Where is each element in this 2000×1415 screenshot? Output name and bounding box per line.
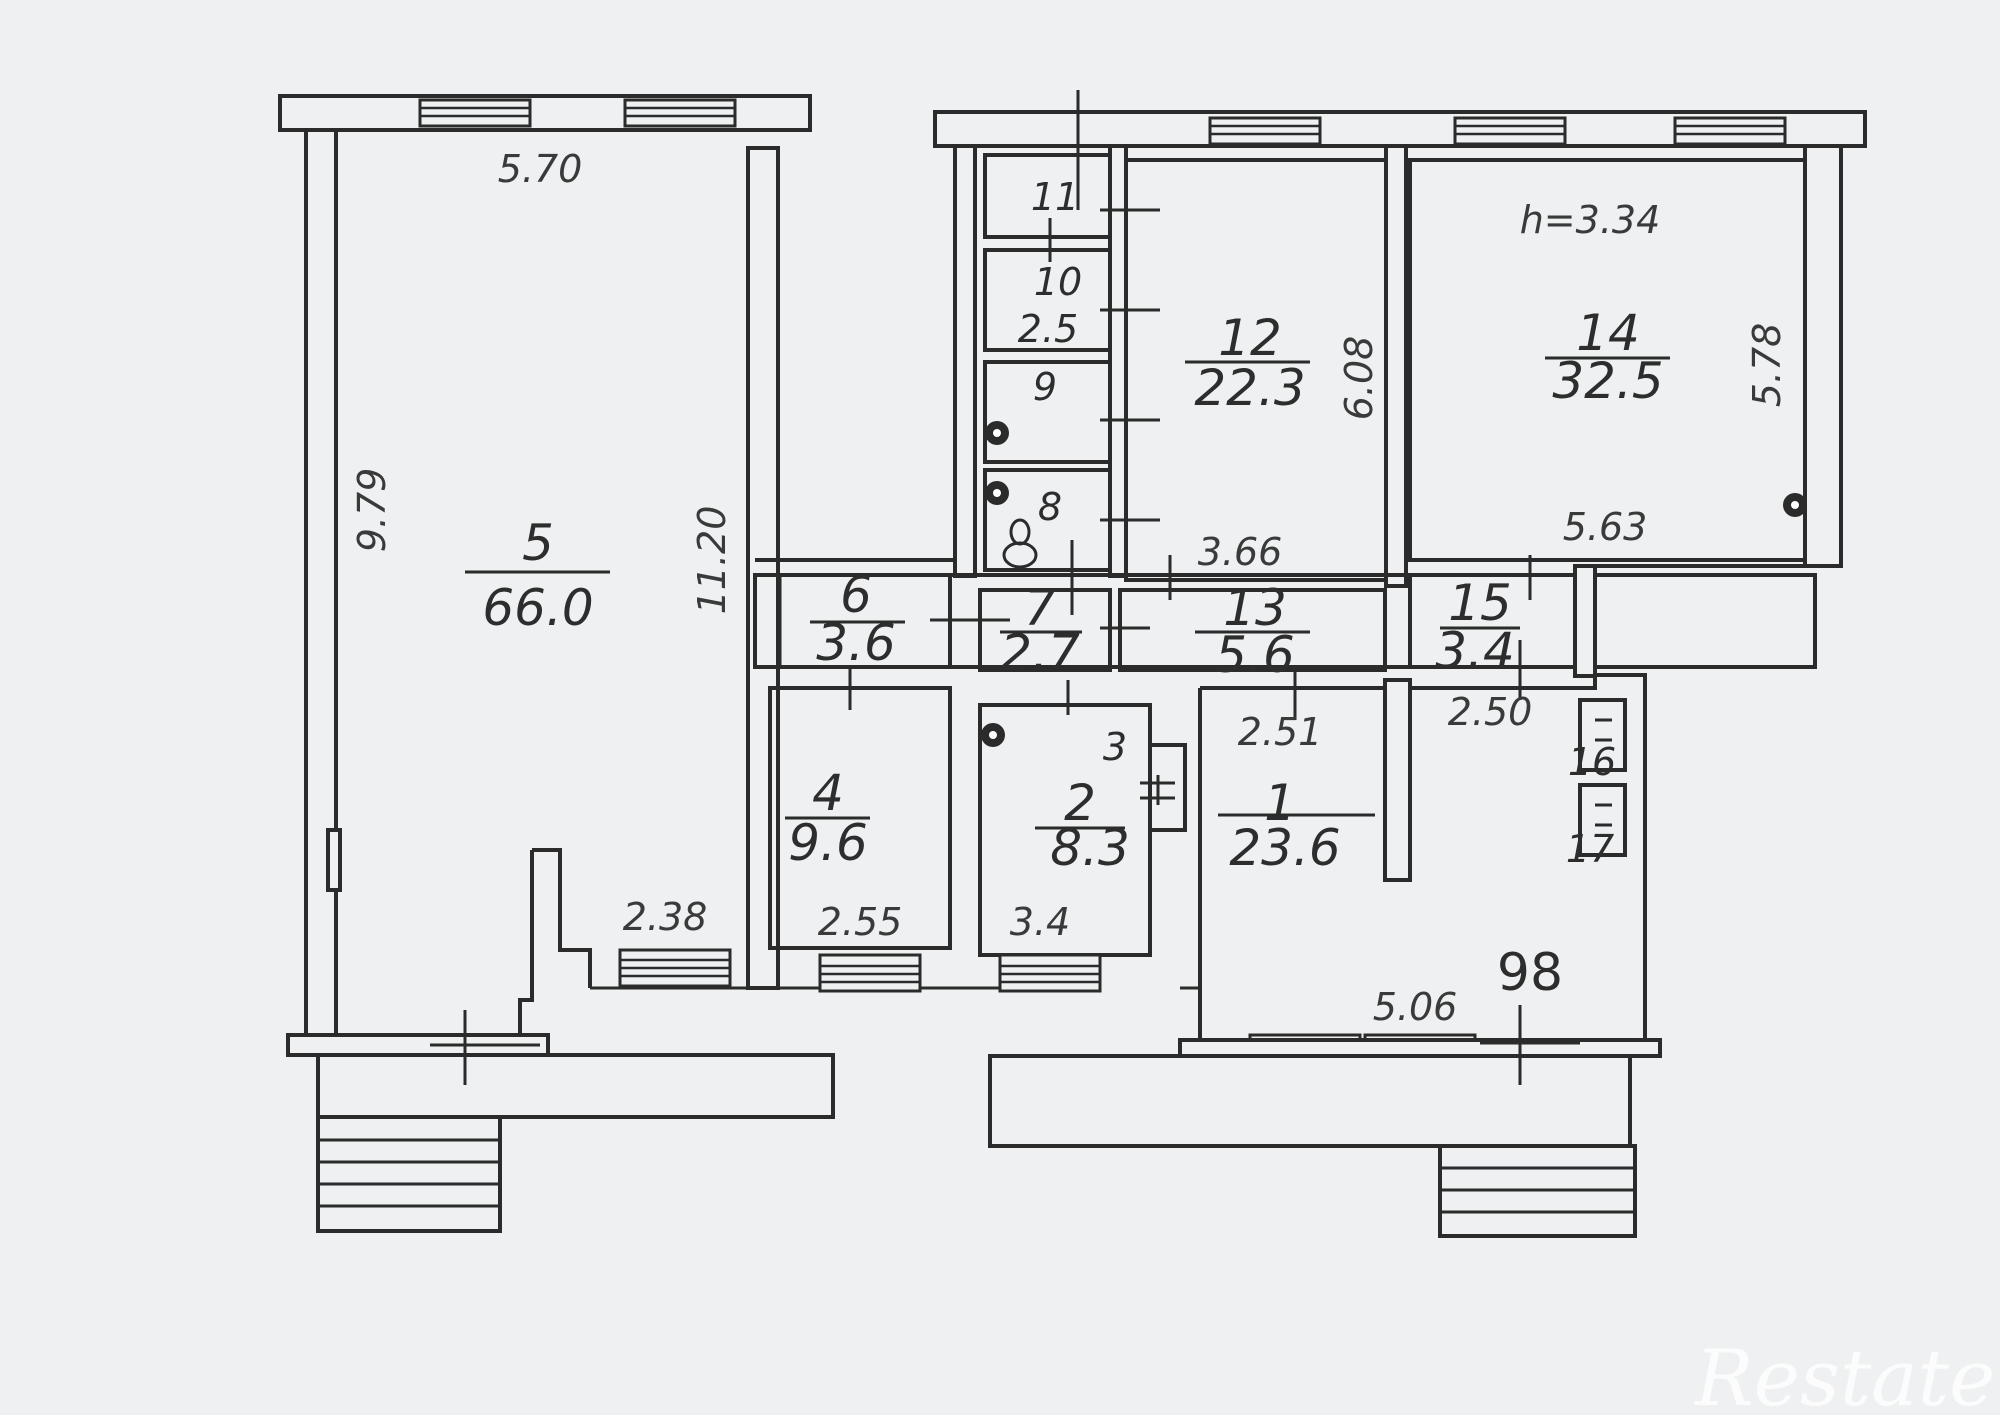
room-area: 5.6 <box>1215 626 1295 684</box>
dimension-label: 11.20 <box>690 506 734 615</box>
dimension-label: 3.4 <box>1010 900 1070 944</box>
room-number: 11 <box>1031 175 1079 219</box>
room-number: 2 <box>1064 774 1096 832</box>
room-area: 23.6 <box>1229 819 1340 877</box>
watermark-logo: Restate <box>1693 1334 1995 1415</box>
dimension-label: 5.63 <box>1563 505 1648 549</box>
dimension-label: 6.08 <box>1337 336 1381 421</box>
room-area: 3.6 <box>816 614 896 672</box>
room-number: 9 <box>1033 365 1057 409</box>
room-number: 4 <box>812 764 844 822</box>
dimension-label: 5.78 <box>1745 323 1789 408</box>
label-98: 98 <box>1497 943 1563 1003</box>
window <box>1208 116 1322 146</box>
dimension-label: 2.51 <box>1238 710 1323 754</box>
room-area: 2.7 <box>1000 624 1080 682</box>
window <box>1453 116 1567 146</box>
room-area: 3.4 <box>1435 622 1515 680</box>
dimension-label: 3.66 <box>1198 530 1283 574</box>
dimension-label: 2.50 <box>1448 690 1533 734</box>
dimension-label: 5.70 <box>498 147 583 191</box>
dimension-label: 5.06 <box>1373 985 1458 1029</box>
toilet-icon <box>1002 541 1038 569</box>
room-area: 2.5 <box>1018 307 1078 351</box>
dimension-label: 9.79 <box>350 468 394 553</box>
room-number: 13 <box>1223 579 1287 637</box>
room-number: 14 <box>1576 304 1640 362</box>
dimension-label: 2.38 <box>623 895 708 939</box>
room-number: 7 <box>1024 579 1056 637</box>
room-area: 66.0 <box>482 579 593 637</box>
height-label: h=3.34 <box>1520 198 1661 242</box>
room-number: 8 <box>1038 485 1062 529</box>
room-area: 8.3 <box>1050 819 1130 877</box>
room-number: 16 <box>1568 740 1616 784</box>
room-number: 10 <box>1034 260 1082 304</box>
right-block-walls <box>753 90 1867 1238</box>
room-number: 3 <box>1103 725 1127 769</box>
room-area: 22.3 <box>1194 359 1305 417</box>
room-number: 6 <box>840 566 872 624</box>
window <box>1673 116 1787 146</box>
left-block-walls <box>278 94 1010 1233</box>
room-number: 15 <box>1448 574 1512 632</box>
room-area: 32.5 <box>1552 352 1663 410</box>
room-number: 17 <box>1566 827 1614 871</box>
window <box>623 98 737 128</box>
dimension-labels: 5.70 9.79 11.20 2.38 2.55 3.4 6.08 3.66 … <box>350 147 1789 1029</box>
dimension-label: 2.55 <box>818 900 903 944</box>
room-number: 5 <box>522 514 554 572</box>
room-number: 12 <box>1218 309 1282 367</box>
room-labels: 5 66.0 6 3.6 7 2.7 4 9.6 2 8.3 3 1 23.6 … <box>465 175 1670 877</box>
window <box>418 98 532 128</box>
room-area: 9.6 <box>788 814 868 872</box>
room-number: 1 <box>1264 774 1296 832</box>
